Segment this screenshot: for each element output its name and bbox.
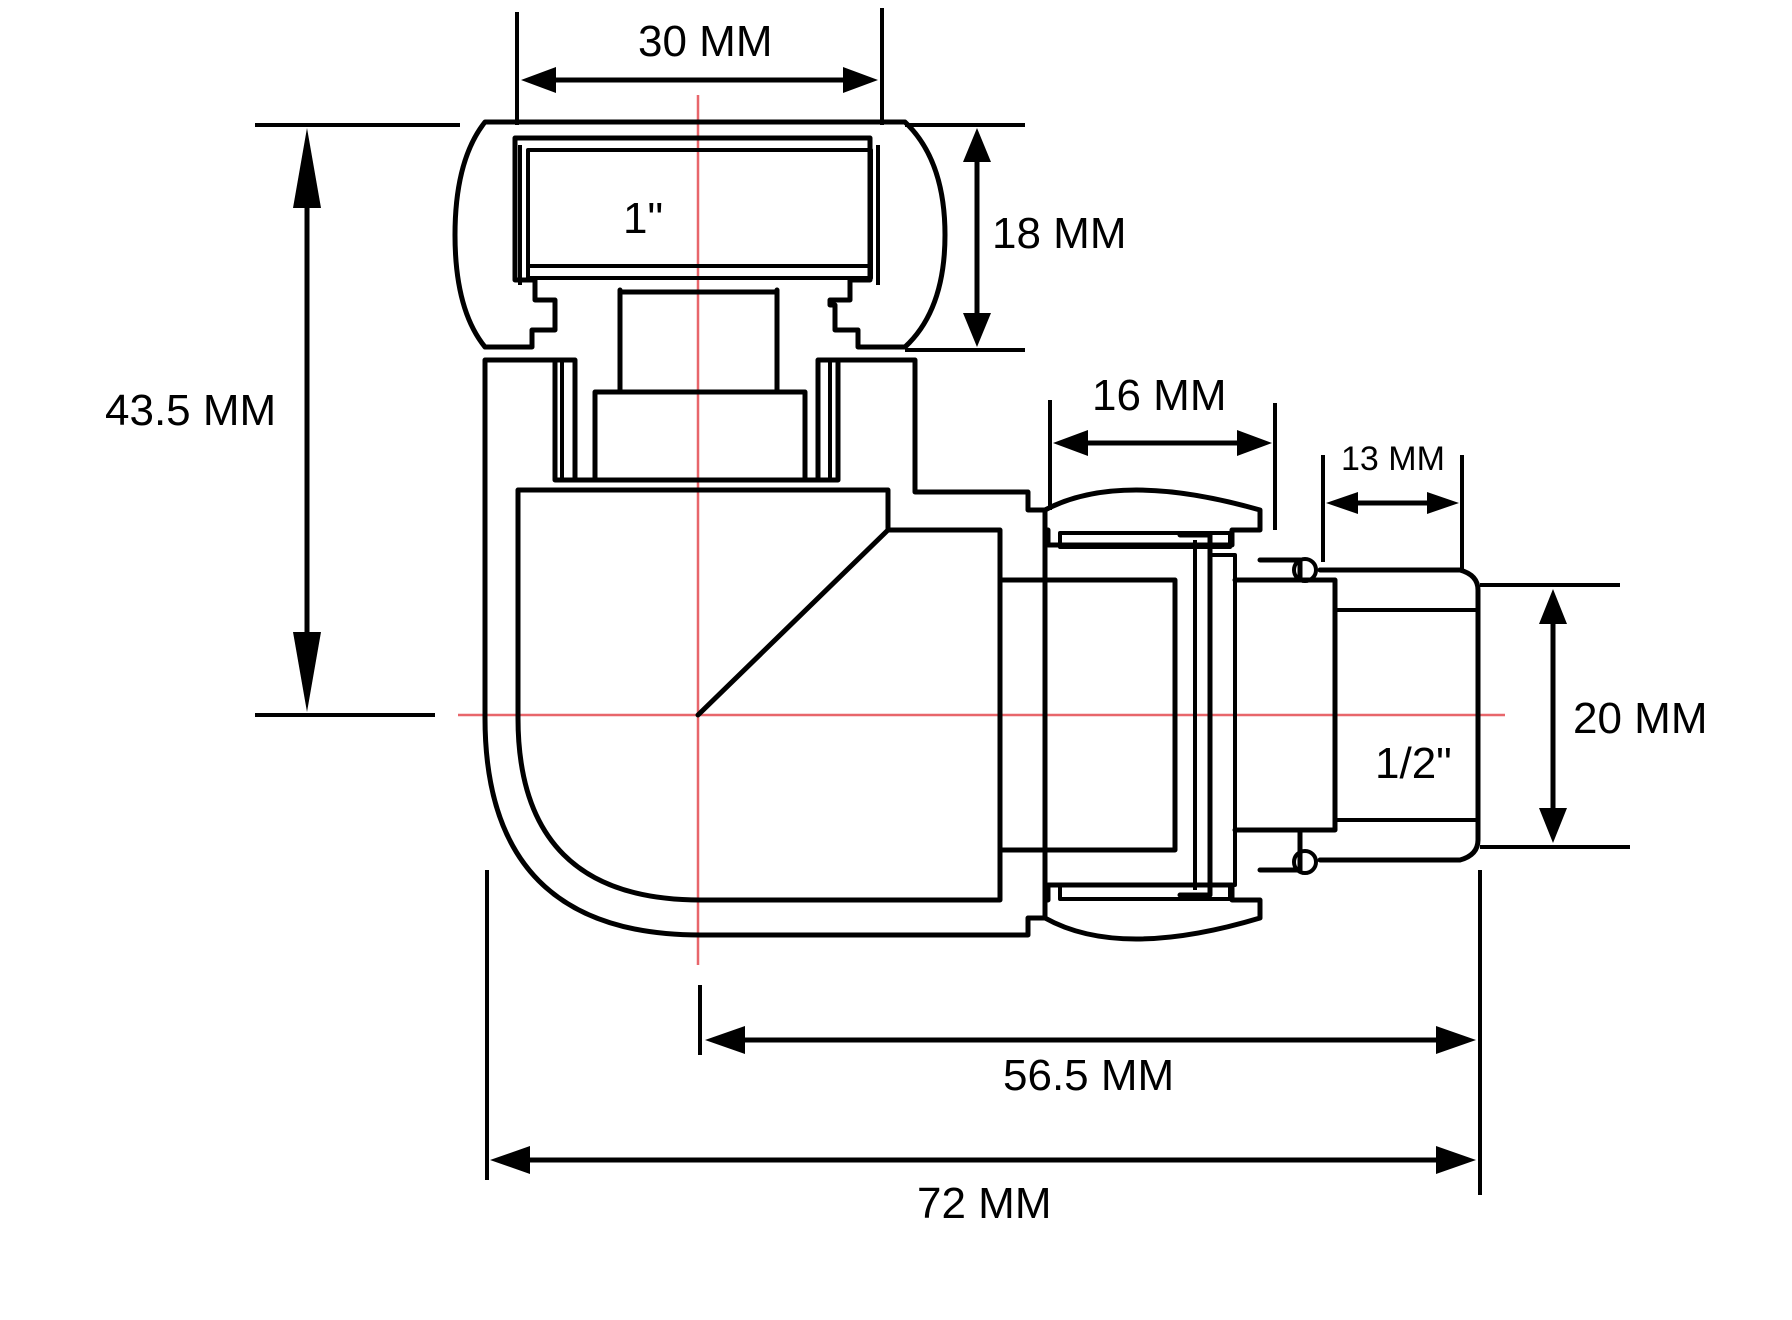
- inlet-neck: [552, 287, 841, 483]
- dim-label-center-to-end: 56.5 MM: [1003, 1051, 1174, 1100]
- dim-label-thread-length: 13 MM: [1341, 440, 1445, 478]
- inlet-union-nut: [452, 119, 948, 350]
- elbow-body: [482, 357, 1178, 938]
- centerlines: [458, 95, 1505, 965]
- dim-label-height-to-center: 43.5 MM: [105, 386, 276, 435]
- thread-label-inlet: 1": [623, 194, 663, 243]
- dim-label-top-thread-depth: 18 MM: [992, 209, 1126, 258]
- dim-label-outlet-diameter: 20 MM: [1573, 694, 1707, 743]
- dim-label-top-width: 30 MM: [638, 17, 772, 66]
- outlet-pipe: [1232, 557, 1481, 875]
- dim-label-overall-length: 72 MM: [917, 1179, 1051, 1228]
- outlet-union-nut: [1042, 487, 1263, 942]
- extension-lines: [255, 8, 1630, 1195]
- thread-label-outlet: 1/2": [1375, 739, 1452, 788]
- dim-label-nut-width: 16 MM: [1092, 371, 1226, 420]
- dimension-lines: [293, 67, 1567, 1174]
